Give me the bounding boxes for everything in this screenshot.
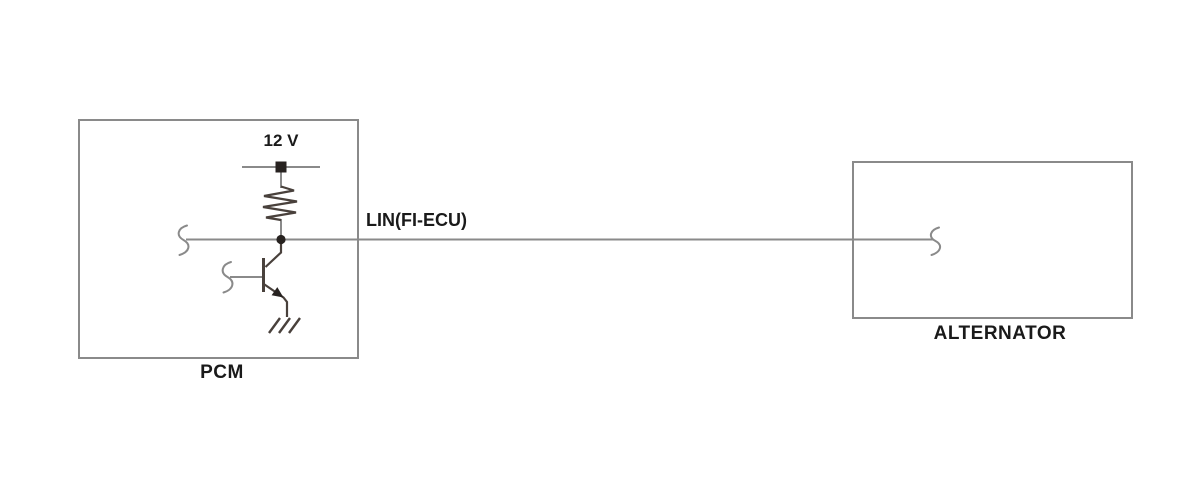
wire-break-marks (177, 224, 942, 294)
supply-voltage-label: 12 V (263, 131, 299, 150)
signal-line-label: LIN(FI-ECU) (366, 210, 467, 230)
wires (186, 166, 933, 278)
transistor-emitter (263, 283, 289, 317)
wire-break-mark-alternator (929, 226, 942, 256)
junction-dot (276, 234, 286, 245)
components (262, 185, 301, 334)
emitter-arrowhead (271, 287, 284, 298)
alternator-label: ALTERNATOR (933, 323, 1067, 344)
pcm-label: PCM (200, 362, 244, 383)
terminals (271, 161, 287, 298)
wire-break-mark-base (221, 261, 234, 294)
transistor-collector (264, 244, 283, 268)
supply-terminal-square (275, 161, 287, 173)
wire-break-mark-left (177, 224, 190, 256)
pull-up-resistor-coil (262, 185, 298, 222)
chassis-ground (268, 317, 301, 334)
